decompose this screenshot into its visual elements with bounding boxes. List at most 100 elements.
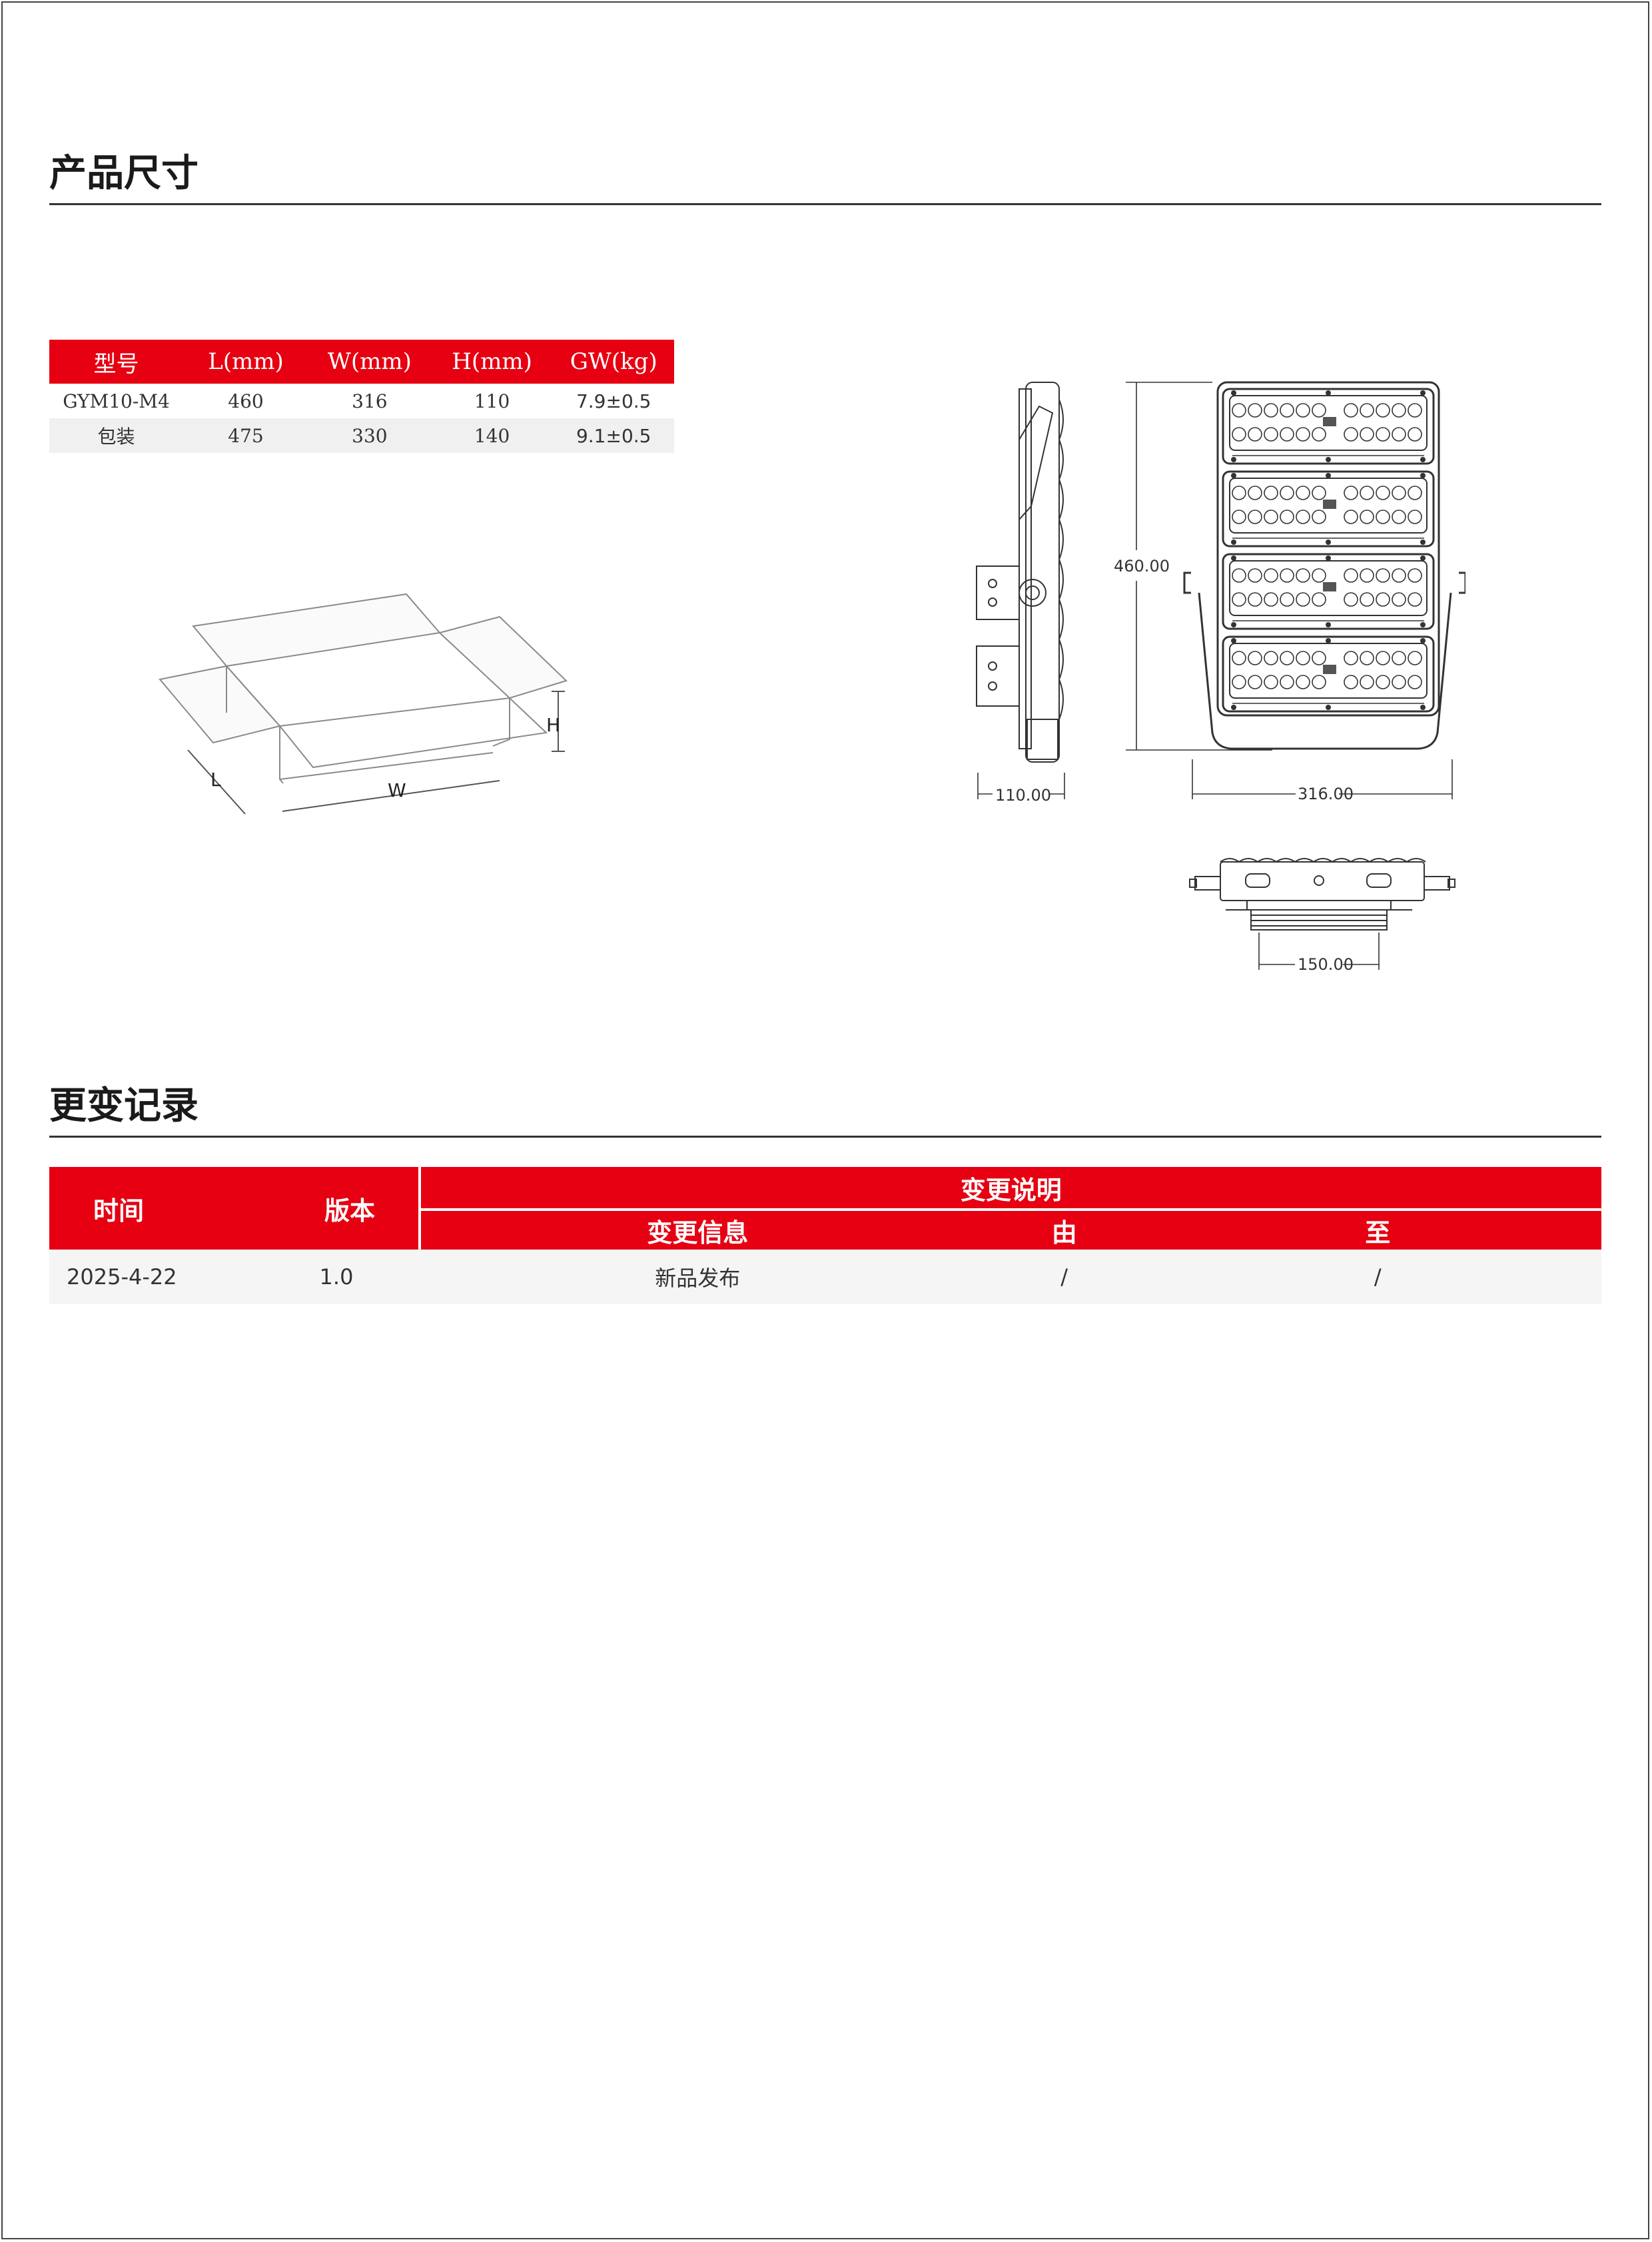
- led-lens: [1264, 651, 1278, 665]
- spec-table: 型号 L(mm) W(mm) H(mm) GW(kg) GYM10-M4 460…: [49, 340, 674, 453]
- table-row: GYM10-M4 460 316 110 7.9±0.5: [49, 384, 674, 418]
- spec-cell: 110: [474, 390, 510, 412]
- led-lens: [1264, 675, 1278, 689]
- spec-header-gw: GW(kg): [553, 340, 674, 384]
- led-lens: [1408, 651, 1422, 665]
- section-title-dimensions: 产品尺寸: [49, 152, 199, 195]
- led-lens: [1264, 510, 1278, 524]
- led-lens: [1264, 592, 1278, 607]
- screw: [1326, 473, 1331, 478]
- led-lens: [1280, 486, 1294, 500]
- led-lens: [1280, 592, 1294, 607]
- led-driver-label: [1323, 665, 1336, 674]
- led-lens: [1408, 427, 1422, 442]
- led-lens: [1280, 427, 1294, 442]
- led-lens: [1344, 403, 1358, 418]
- spec-header-h: H(mm): [430, 340, 554, 384]
- led-lens: [1280, 568, 1294, 583]
- dim-side-width: 110.00: [995, 786, 1051, 805]
- section-rule-dimensions: [49, 203, 1601, 205]
- led-lens: [1232, 651, 1246, 665]
- changelog-header-time: 时间: [49, 1167, 421, 1250]
- led-lens: [1248, 568, 1262, 583]
- spec-cell: 316: [352, 390, 388, 412]
- led-lens: [1280, 651, 1294, 665]
- changelog-cell-version: 1.0: [319, 1264, 354, 1290]
- led-lens: [1232, 675, 1246, 689]
- led-lens: [1312, 403, 1326, 418]
- led-lens: [1280, 510, 1294, 524]
- changelog-cell-info: 新品发布: [420, 1250, 975, 1304]
- led-lens: [1232, 592, 1246, 607]
- table-row: 2025-4-22 新品发布 / /: [49, 1250, 1601, 1304]
- dim-front-height: 460.00: [1114, 557, 1170, 575]
- led-lens: [1376, 486, 1390, 500]
- spec-header-row: 型号 L(mm) W(mm) H(mm) GW(kg): [49, 340, 674, 384]
- screw: [1420, 540, 1426, 545]
- led-lens: [1376, 592, 1390, 607]
- spec-cell: GYM10-M4: [63, 390, 170, 412]
- led-lens: [1312, 592, 1326, 607]
- spec-cell: 140: [430, 418, 554, 453]
- screw: [1231, 473, 1236, 478]
- spec-cell: 330: [308, 418, 431, 453]
- spec-cell: 475: [183, 418, 309, 453]
- led-lens: [1344, 568, 1358, 583]
- changelog-cell-time: 2025-4-22: [49, 1250, 420, 1304]
- led-driver-label: [1323, 582, 1336, 591]
- led-lens: [1296, 568, 1310, 583]
- screw: [1420, 705, 1426, 710]
- screw: [1231, 705, 1236, 710]
- screw: [1420, 473, 1426, 478]
- led-lens: [1296, 403, 1310, 418]
- led-driver-label: [1323, 417, 1336, 426]
- led-lens: [1360, 427, 1374, 442]
- led-lens: [1280, 403, 1294, 418]
- led-lens: [1344, 427, 1358, 442]
- screw: [1231, 390, 1236, 396]
- led-lens: [1392, 592, 1406, 607]
- changelog-cell-from: /: [974, 1250, 1154, 1304]
- led-lens: [1392, 427, 1406, 442]
- led-lens: [1344, 486, 1358, 500]
- spec-cell: 包装: [49, 418, 183, 453]
- led-lens: [1408, 510, 1422, 524]
- changelog-header-from: 由: [974, 1208, 1154, 1250]
- changelog-header-to: 至: [1154, 1208, 1601, 1250]
- screw: [1326, 638, 1331, 643]
- changelog-header-version-spacer: [419, 1167, 421, 1250]
- led-lens: [1392, 510, 1406, 524]
- screw: [1326, 705, 1331, 710]
- screw: [1326, 622, 1331, 627]
- led-lens: [1248, 651, 1262, 665]
- led-module: [1222, 635, 1435, 713]
- led-lens: [1248, 592, 1262, 607]
- dim-bottom-width: 150.00: [1298, 955, 1354, 974]
- led-lens: [1296, 675, 1310, 689]
- screw: [1420, 556, 1426, 561]
- screw: [1231, 638, 1236, 643]
- box-label-h: H: [546, 714, 560, 736]
- led-driver-label: [1323, 500, 1336, 509]
- side-view-drawing: 110.00: [976, 382, 1065, 805]
- section-title-changelog: 更变记录: [49, 1084, 199, 1128]
- led-lens: [1408, 403, 1422, 418]
- led-lens: [1360, 403, 1374, 418]
- led-lens: [1264, 427, 1278, 442]
- screw: [1420, 622, 1426, 627]
- led-module: [1222, 470, 1435, 548]
- led-lens: [1360, 592, 1374, 607]
- led-lens: [1312, 510, 1326, 524]
- led-lens: [1392, 651, 1406, 665]
- led-lens: [1232, 403, 1246, 418]
- led-lens: [1408, 486, 1422, 500]
- led-lens: [1312, 675, 1326, 689]
- led-lens: [1408, 675, 1422, 689]
- spec-header-model: 型号: [49, 340, 183, 384]
- screw: [1420, 390, 1426, 396]
- led-module: [1222, 388, 1435, 465]
- led-module: [1222, 553, 1435, 630]
- led-lens: [1296, 510, 1310, 524]
- led-lens: [1248, 427, 1262, 442]
- changelog-header-row: 时间 变更说明: [49, 1167, 1601, 1250]
